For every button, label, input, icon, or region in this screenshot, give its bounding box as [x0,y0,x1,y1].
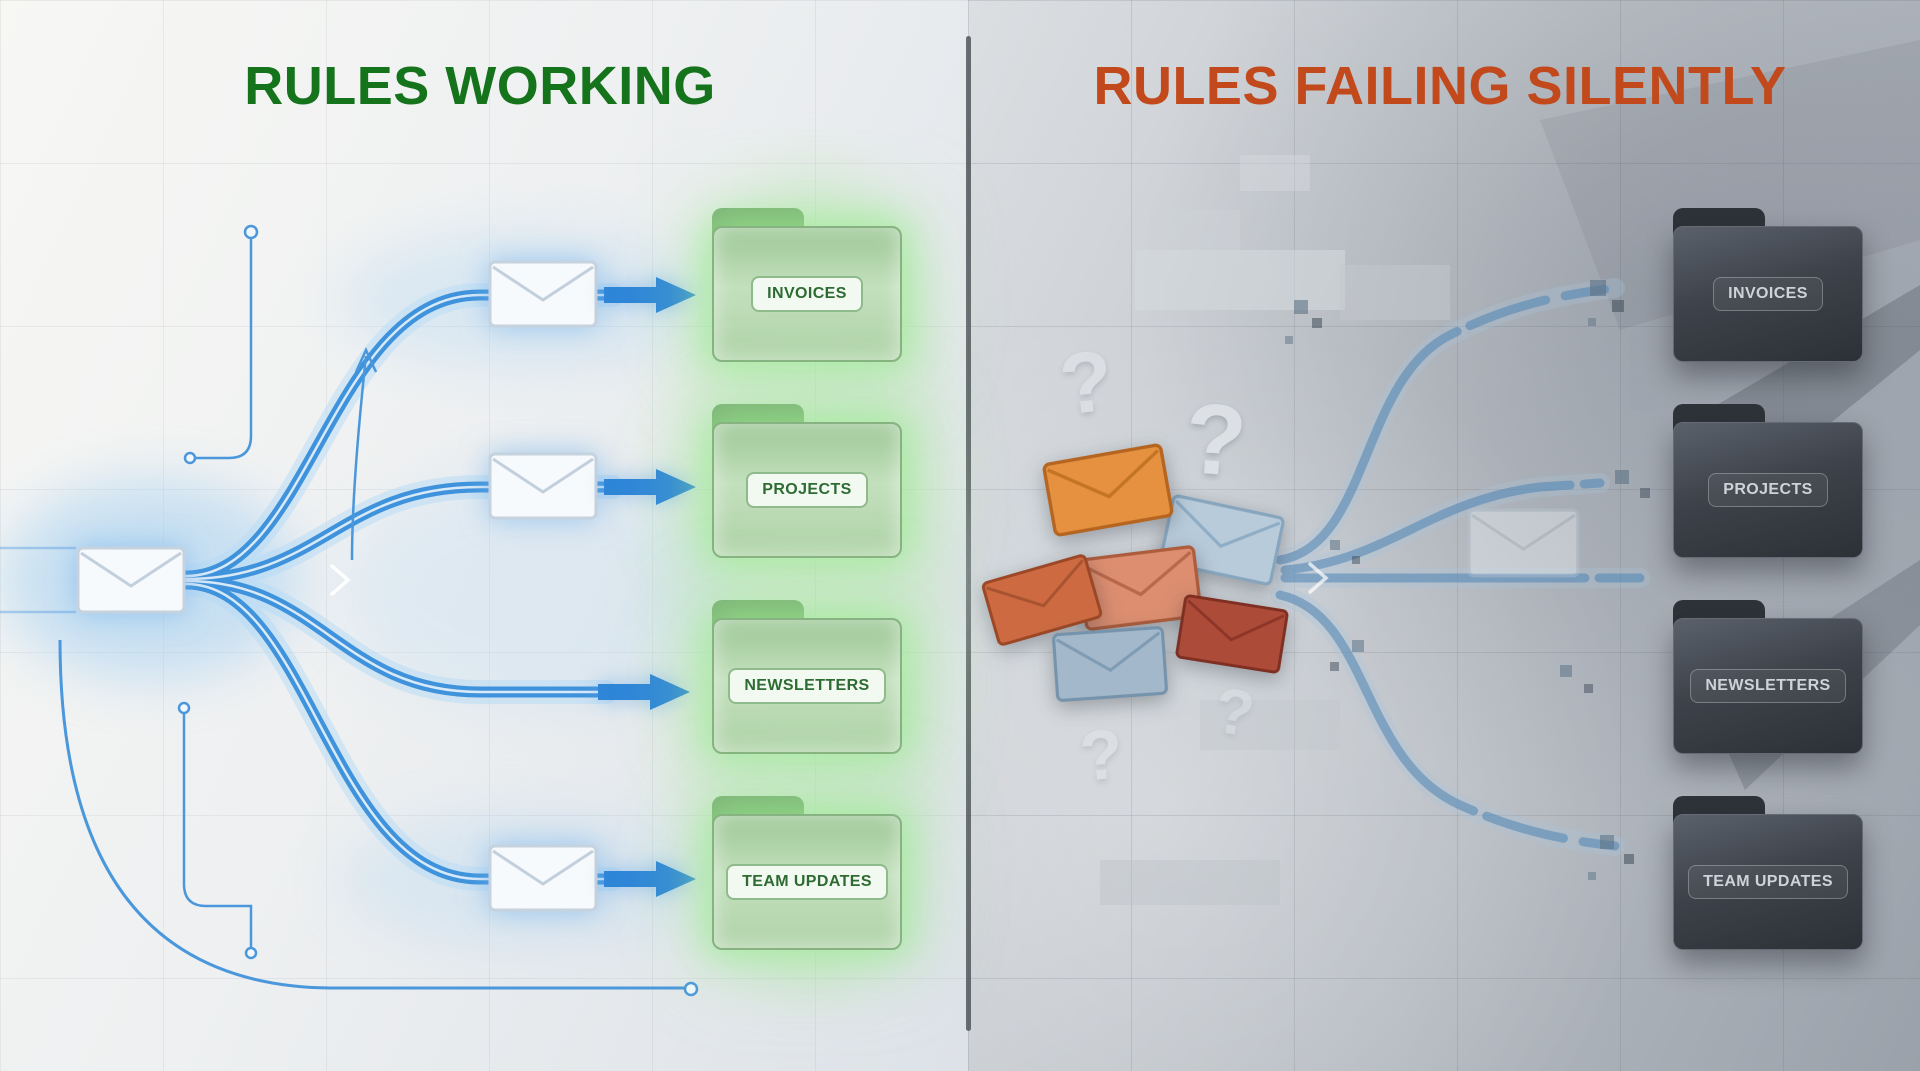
flow-arrow-icon [604,858,698,900]
folder-label: INVOICES [751,276,863,312]
left-title: RULES WORKING [244,56,716,116]
folder-label: INVOICES [1713,277,1823,311]
flow-arrow-icon [604,466,698,508]
broken-flow-lines-right [1270,278,1650,856]
flow-lines-left [174,283,624,891]
circuit-lines-left [0,224,699,997]
pile-envelope-icon [1038,441,1177,538]
question-mark: ? [1181,382,1250,498]
right-title: RULES FAILING SILENTLY [1093,56,1787,116]
folder-team-updates-failing: TEAM UPDATES [1673,796,1863,950]
folder-label: PROJECTS [746,472,868,508]
folder-label: TEAM UPDATES [726,864,888,900]
question-mark: ? [1076,714,1127,796]
pile-envelope-icon [1174,593,1291,675]
flow-arrow-icon [598,671,692,713]
folder-team-updates-working: TEAM UPDATES [712,796,902,950]
routed-envelope-icon [488,260,598,328]
question-mark: ? [1055,332,1118,434]
folder-label: NEWSLETTERS [728,668,886,704]
pile-envelope-icon [979,552,1105,648]
divider [966,36,971,1031]
pile-envelope-icon [1050,625,1171,703]
folder-newsletters-working: NEWSLETTERS [712,600,902,754]
folder-label: PROJECTS [1708,473,1828,507]
folder-projects-working: PROJECTS [712,404,902,558]
folder-projects-failing: PROJECTS [1673,404,1863,558]
flow-arrow-icon [604,274,698,316]
glitch-pixels [1285,280,1650,880]
folder-invoices-failing: INVOICES [1673,208,1863,362]
folder-invoices-working: INVOICES [712,208,902,362]
source-envelope-icon [76,546,186,614]
folder-label: TEAM UPDATES [1688,865,1848,899]
folder-newsletters-failing: NEWSLETTERS [1673,600,1863,754]
ghost-envelope-icon [1467,508,1580,578]
routed-envelope-icon [488,844,598,912]
folder-label: NEWSLETTERS [1690,669,1846,703]
routed-envelope-icon [488,452,598,520]
